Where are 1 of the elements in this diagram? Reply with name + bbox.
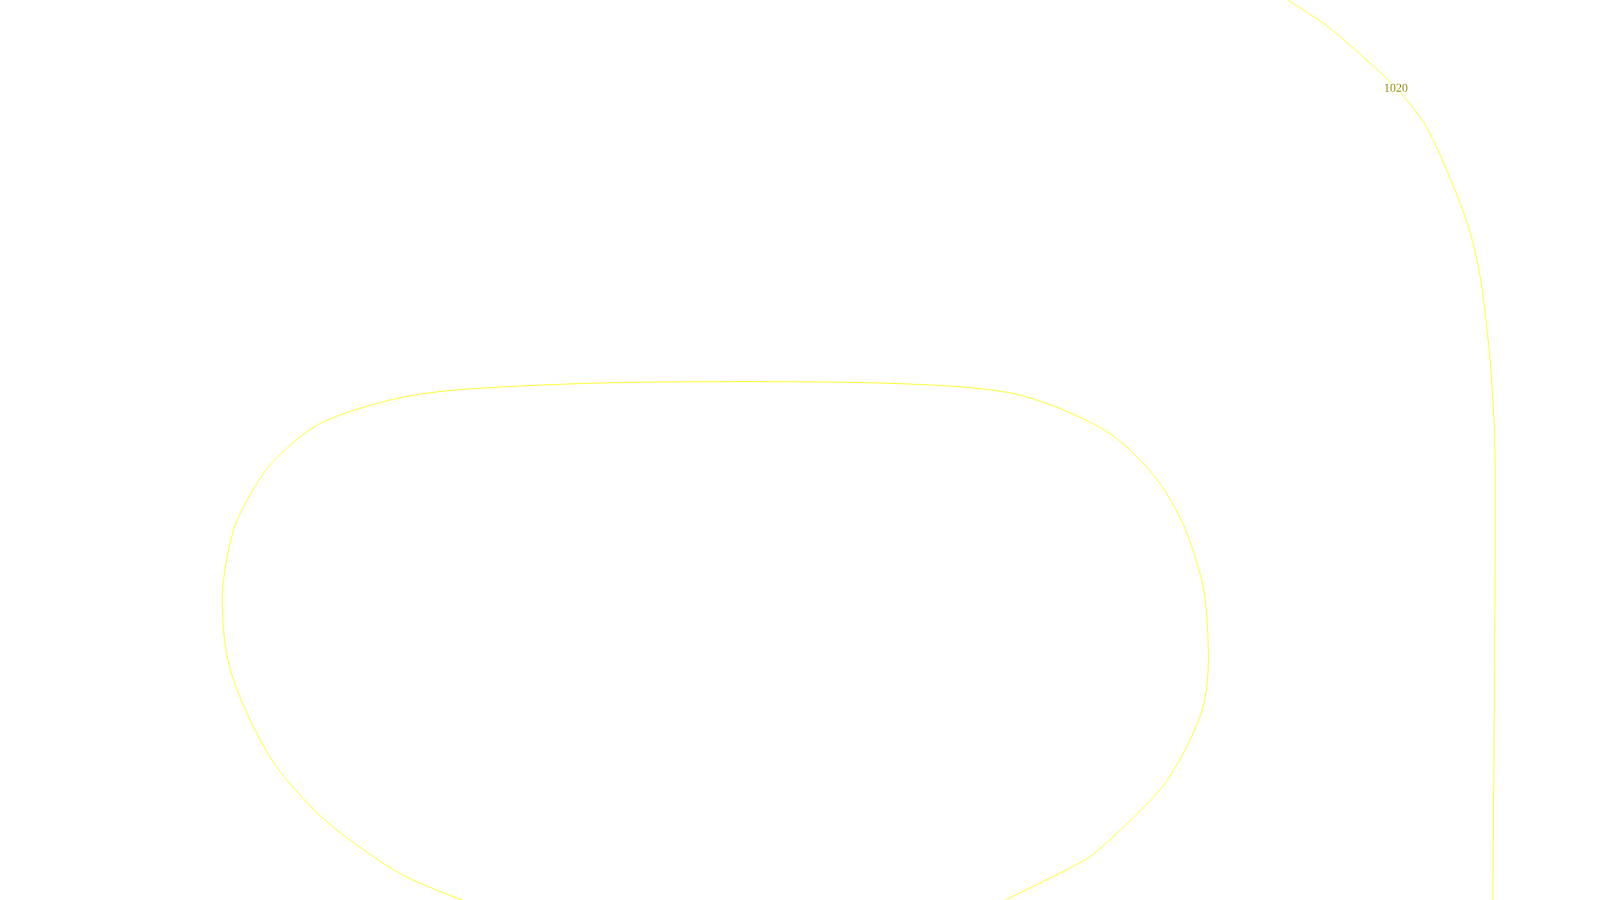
contour-label: 1020 [1382, 82, 1409, 93]
